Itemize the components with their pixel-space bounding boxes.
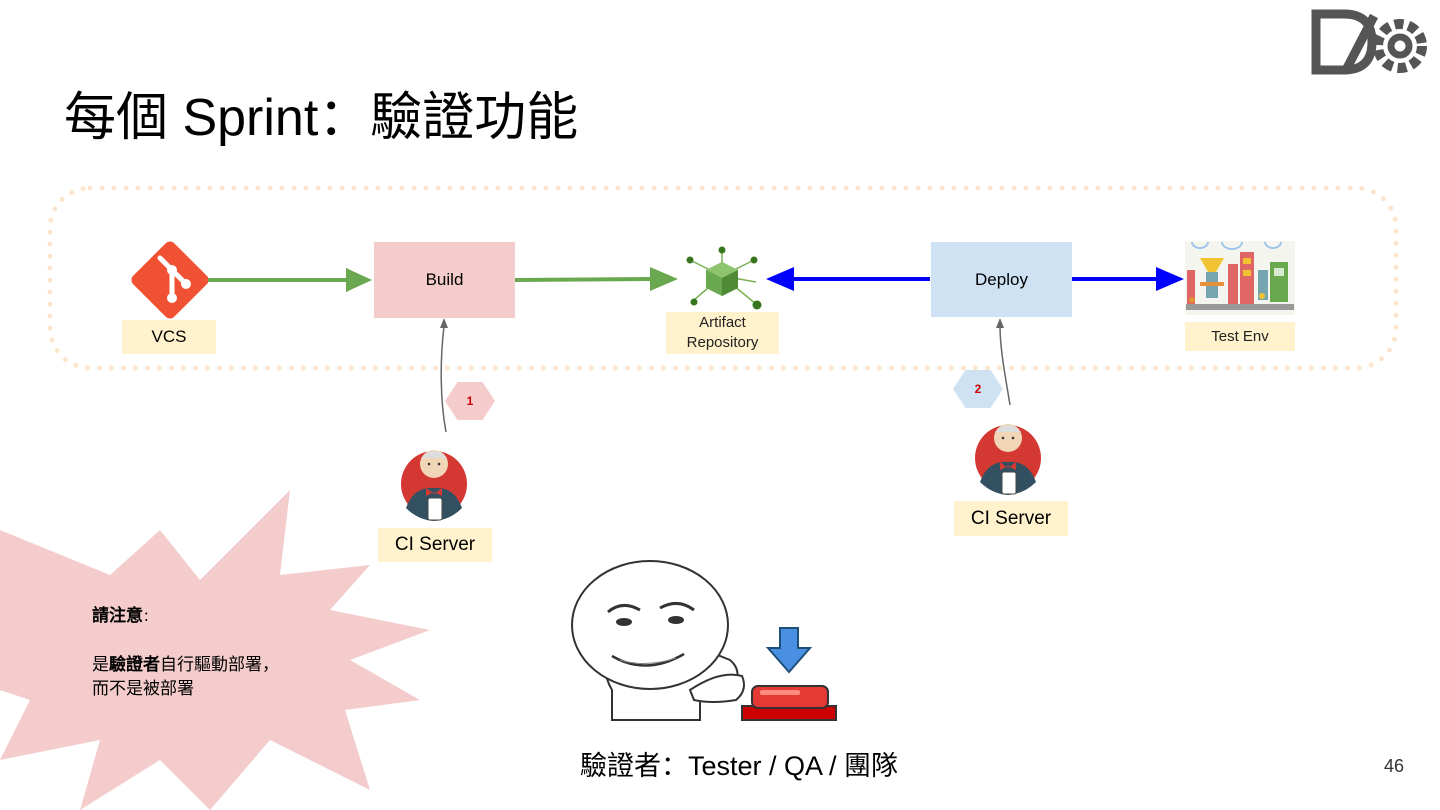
ci-server-label-2: CI Server [954,501,1068,536]
vcs-label: VCS [122,320,216,354]
factory-icon [1185,241,1295,315]
slide-title: 每個 Sprint：驗證功能 [64,89,579,147]
testenv-label: Test Env [1185,322,1295,351]
artifact-label-line1: Artifact [699,314,746,331]
jenkins-butler-icon [401,450,467,521]
note-heading: 請注意 [92,606,143,625]
build-to-artifact-arrow [514,267,678,291]
step-marker-1-text: 1 [466,394,474,408]
pipeline-container [47,185,1399,371]
build-box: Build [374,242,515,318]
meme-face-icon [571,560,745,721]
step-marker-2-text: 2 [974,382,982,396]
deploy-label: Deploy [975,269,1028,289]
note-text: 請注意： 是驗證者自行驅動部署， 而不是被部署 [92,604,279,701]
note-starburst [0,490,430,810]
step-marker-1: 1 [445,382,495,420]
note-heading-suffix: ： [143,609,157,624]
deploy-to-artifact-arrow [766,267,930,291]
testenv-label-text: Test Env [1211,328,1269,345]
ci-server-label-1: CI Server [378,528,492,562]
note-line1-bold: 驗證者 [109,655,160,674]
build-label: Build [425,270,464,289]
deploy-to-testenv-arrow [1072,267,1184,291]
verifier-caption: 驗證者：Tester / QA / 團隊 [580,751,899,781]
git-logo-icon [131,241,209,319]
note-line1-suffix: 自行驅動部署， [160,655,279,674]
devops-logo-icon [1311,9,1427,75]
artifact-label: Artifact Repository [666,312,779,354]
jenkins-butler-icon [975,424,1041,495]
deploy-box: Deploy [931,242,1072,317]
artifact-label-line2: Repository [686,334,759,351]
red-button-icon [741,685,837,721]
note-line1-prefix: 是 [92,655,109,674]
vcs-to-build-arrow [208,268,372,292]
ci-server-label-2-text: CI Server [970,507,1052,529]
note-line-1: 是驗證者自行驅動部署， [92,653,279,677]
artifact-cube-icon [686,246,762,310]
vcs-label-text: VCS [151,327,187,346]
ci-server-label-1-text: CI Server [394,534,476,555]
note-heading-line: 請注意： [92,604,279,629]
page-number: 46 [1384,756,1405,776]
note-line-2: 而不是被部署 [92,679,194,698]
ci2-to-deploy-arrow [996,318,1011,406]
down-arrow-icon [765,627,813,674]
ci1-to-build-arrow [440,318,448,433]
